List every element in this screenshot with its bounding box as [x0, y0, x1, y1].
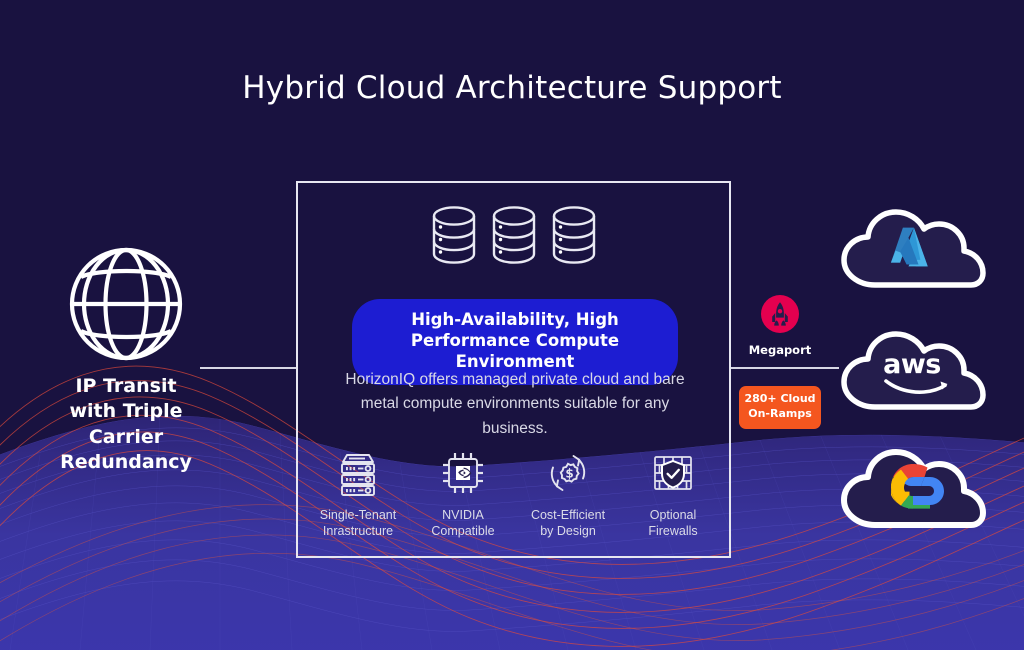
- google-cloud-icon: [828, 434, 998, 539]
- megaport-block: Megaport: [740, 295, 820, 357]
- panel-description: HorizonIQ offers managed private cloud a…: [345, 371, 685, 437]
- database-stack-icon: [298, 205, 729, 267]
- feature-list: Single-Tenant Inrastructure: [308, 447, 723, 539]
- server-rack-icon: [308, 447, 408, 499]
- ip-transit-block: IP Transit with Triple Carrier Redundanc…: [33, 246, 219, 475]
- firewall-shield-icon: [623, 447, 723, 499]
- feature-cost-efficient: $ Cost-Efficient by Design: [518, 447, 618, 539]
- ip-transit-label: IP Transit with Triple Carrier Redundanc…: [60, 375, 192, 473]
- compute-environment-badge: High-Availability, High Performance Comp…: [352, 299, 678, 386]
- svg-text:aws: aws: [883, 349, 941, 380]
- svg-text:$: $: [565, 467, 573, 481]
- cost-savings-icon: $: [518, 447, 618, 499]
- feature-single-tenant: Single-Tenant Inrastructure: [308, 447, 408, 539]
- page-title: Hybrid Cloud Architecture Support: [242, 70, 782, 106]
- megaport-label: Megaport: [748, 343, 812, 357]
- azure-cloud-icon: [828, 196, 998, 297]
- feature-label: NVIDIA Compatible: [431, 508, 495, 538]
- feature-firewalls: Optional Firewalls: [623, 447, 723, 539]
- connector-right-line: [731, 367, 839, 369]
- globe-icon: [69, 247, 183, 361]
- aws-cloud-icon: aws: [828, 318, 998, 419]
- feature-label: Single-Tenant Inrastructure: [319, 508, 397, 538]
- cloud-onramps-badge: 280+ Cloud On-Ramps: [739, 386, 821, 429]
- compute-environment-panel: High-Availability, High Performance Comp…: [296, 181, 731, 558]
- database-cylinder-icon: [552, 206, 595, 264]
- database-cylinder-icon: [492, 206, 535, 264]
- database-cylinder-icon: [432, 206, 475, 264]
- megaport-rocket-icon: [761, 295, 799, 333]
- connector-left-line: [200, 367, 297, 369]
- feature-nvidia: NVIDIA Compatible: [413, 447, 513, 539]
- feature-label: Optional Firewalls: [648, 508, 698, 538]
- feature-label: Cost-Efficient by Design: [530, 508, 606, 538]
- nvidia-chip-icon: [413, 447, 513, 499]
